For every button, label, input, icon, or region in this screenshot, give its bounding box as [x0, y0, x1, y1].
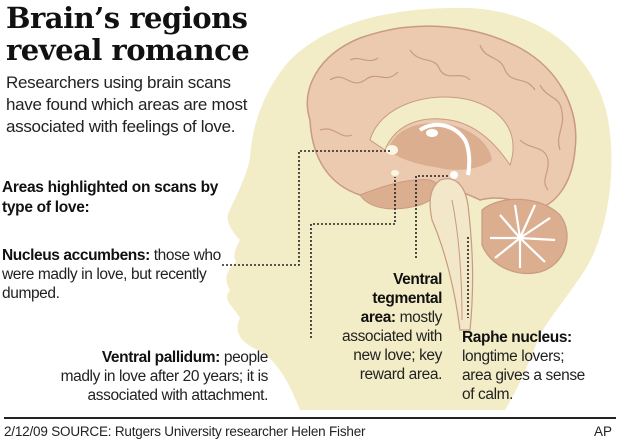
label-ventral-tegmental-area: Ventral tegmental area: mostly associate… [336, 270, 442, 384]
footer-credit: AP [593, 424, 612, 439]
ventral-pallidum-spot [391, 170, 399, 176]
region-name: Nucleus accumbens: [2, 247, 150, 264]
vta-spot [450, 171, 458, 179]
region-description: those who were madly in love, but recent… [2, 247, 221, 302]
label-ventral-pallidum: Ventral pallidum: people madly in love a… [60, 348, 269, 405]
region-description: people madly in love after 20 years; it … [60, 349, 269, 404]
region-name: Ventral pallidum: [101, 349, 220, 366]
footer-source-text: SOURCE: Rutgers University researcher He… [51, 424, 366, 439]
footer-date: 2/12/09 [4, 424, 48, 439]
cerebellum [481, 198, 568, 274]
title-line-2: reveal romance [6, 33, 250, 67]
title-line-1: Brain’s regions [6, 1, 248, 35]
intro-text: Researchers using brain scans have found… [6, 73, 248, 136]
region-description: longtime lovers; area gives a sense of c… [462, 348, 585, 403]
leader-nucleus-accumbens [222, 150, 390, 266]
leader-ventral-pallidum [310, 177, 396, 338]
label-raphe-nucleus: Raphe nucleus: longtime lovers; area giv… [462, 328, 592, 404]
region-name: Raphe nucleus: [462, 329, 572, 346]
footer-divider [4, 417, 616, 419]
nucleus-accumbens-spot [386, 145, 398, 155]
page-title: Brain’s regions reveal romance [6, 1, 250, 67]
region-name: Ventral tegmental area: [360, 271, 443, 326]
label-nucleus-accumbens: Nucleus accumbens: those who were madly … [2, 246, 232, 303]
region-description: mostly associated with new love; key rew… [342, 309, 442, 383]
corpus-callosum [369, 96, 514, 167]
subhead: Areas highlighted on scans by type of lo… [2, 179, 219, 216]
footer-source: 2/12/09 SOURCE: Rutgers University resea… [4, 424, 366, 439]
leader-vta [415, 175, 450, 258]
